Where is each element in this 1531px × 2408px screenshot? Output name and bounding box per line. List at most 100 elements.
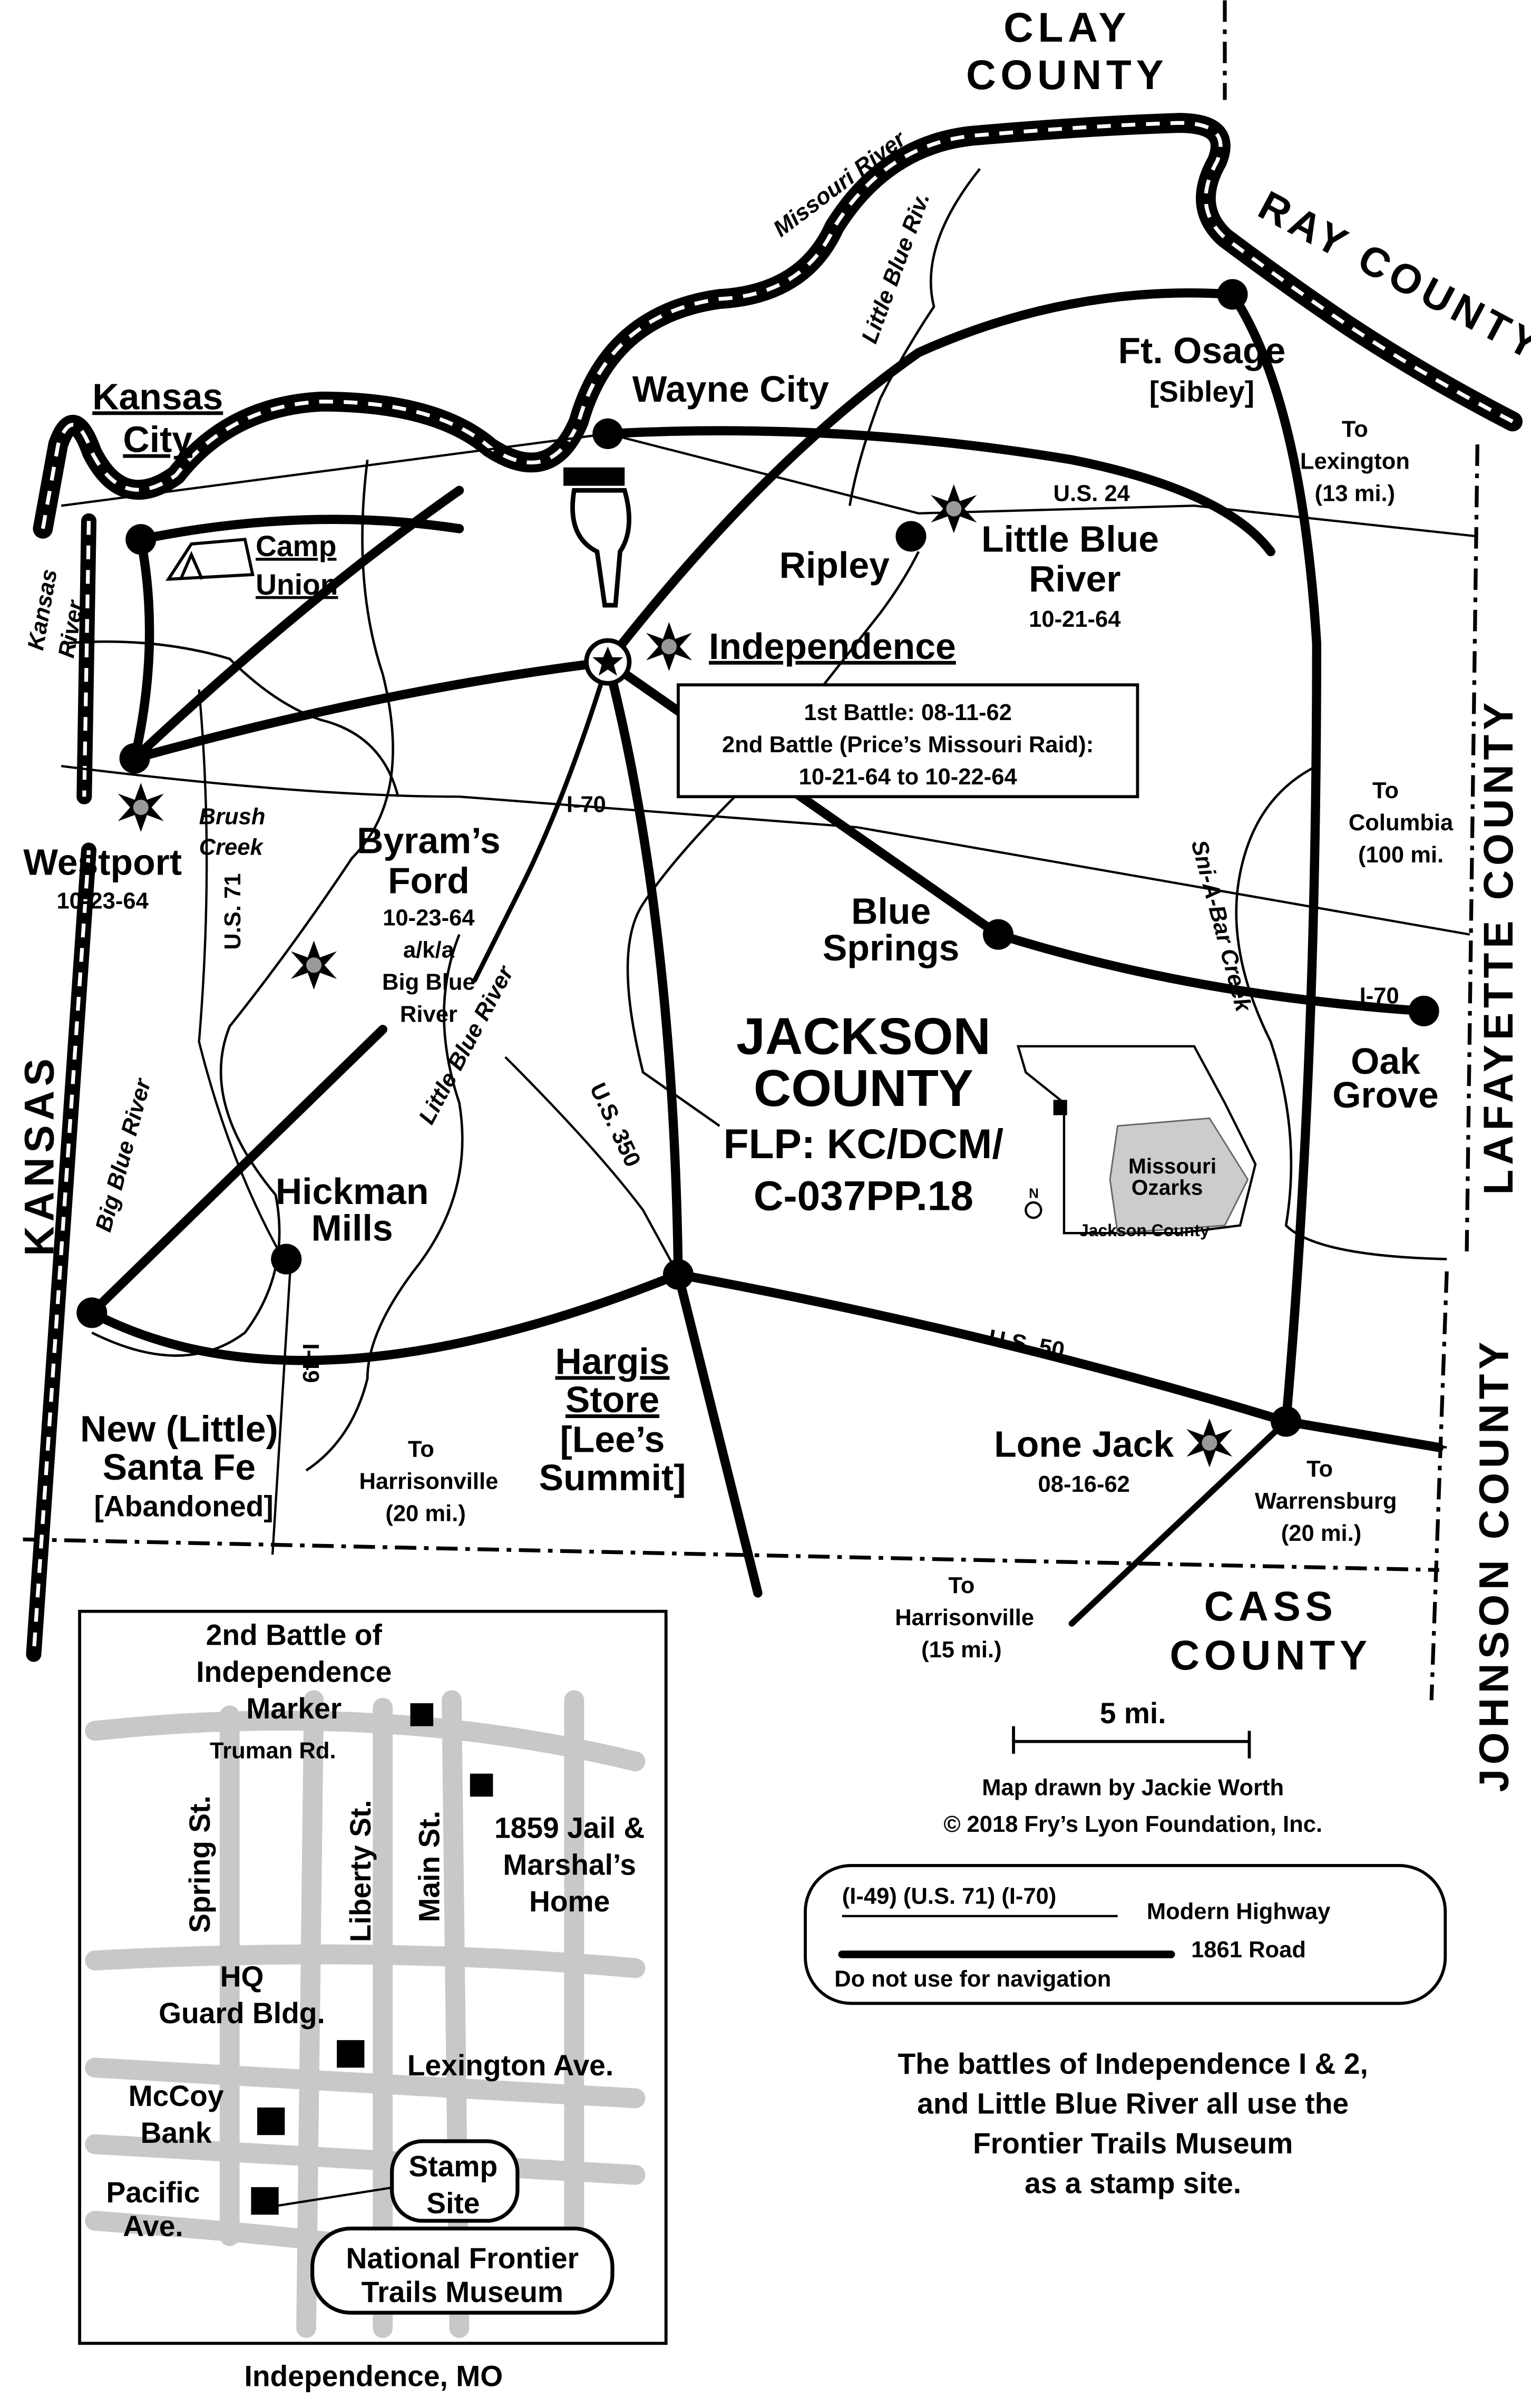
stamp-note-1: The battles of Independence I & 2, xyxy=(898,2047,1368,2080)
byrams-ford-label-2: Ford xyxy=(388,860,470,901)
road-kansascity-east xyxy=(136,514,464,544)
scale-label: 5 mi. xyxy=(1100,1697,1166,1730)
inset-hq-2: Guard Bldg. xyxy=(159,1997,325,2030)
locator-region-2: Ozarks xyxy=(1132,1176,1203,1200)
cass-county-border xyxy=(23,1537,1439,1572)
road-lonejack-southwest xyxy=(1068,1418,1290,1627)
to-lexington-2: Lexington xyxy=(1300,449,1410,474)
to-lexington-1: To xyxy=(1342,417,1368,442)
brush-creek-label-2: Creek xyxy=(199,835,265,860)
i-70-west-label: I-70 xyxy=(567,792,606,817)
blue-springs-dot xyxy=(983,919,1014,950)
ripley-dot xyxy=(895,521,927,552)
camp-union-label-1: Camp xyxy=(256,530,336,562)
stamp-note-4: as a stamp site. xyxy=(1025,2167,1241,2200)
marker-square-icon xyxy=(410,1703,434,1726)
bank-square-icon xyxy=(257,2107,285,2135)
lone-jack-label: Lone Jack xyxy=(994,1423,1174,1464)
to-harrisonville-west-2: Harrisonville xyxy=(359,1469,498,1494)
inset-marker-1: 2nd Battle of xyxy=(206,1619,383,1652)
to-warrensburg-2: Warrensburg xyxy=(1255,1489,1397,1514)
kansas-label: KANSAS xyxy=(16,1054,63,1256)
johnson-county-border xyxy=(1429,1271,1449,1701)
i-49-label: I-49 xyxy=(298,1343,323,1383)
us-24-label: U.S. 24 xyxy=(1054,481,1130,507)
hargis-store-label-3: [Lee’s xyxy=(560,1419,665,1460)
kansas-city-dot xyxy=(125,524,157,555)
battle-byrams-ford-icon xyxy=(290,940,337,990)
new-santa-fe-label-3: [Abandoned] xyxy=(94,1490,273,1523)
road-independence-byram xyxy=(472,659,610,983)
road-santafe-hargis xyxy=(87,1269,683,1365)
clay-county-label-2: COUNTY xyxy=(966,52,1168,98)
independence-inset-map: 2nd Battle of Independence Marker Truman… xyxy=(78,1609,668,2345)
legend-modern-label: Modern Highway xyxy=(1147,1899,1331,1925)
new-santa-fe-label-2: Santa Fe xyxy=(103,1446,256,1488)
kansas-city-label-2: City xyxy=(123,419,192,460)
inset-caption: Independence, MO xyxy=(245,2360,503,2393)
legend-box: (I-49) (U.S. 71) (I-70) Modern Highway 1… xyxy=(804,1864,1447,2005)
i-49 xyxy=(271,1259,292,1555)
us-350 xyxy=(504,1056,679,1275)
inset-jail-1: 1859 Jail & xyxy=(494,1812,645,1844)
road-kansascity-westport xyxy=(130,535,154,763)
road-hargis-lonejack xyxy=(674,1269,1444,1452)
inset-truman-rd: Truman Rd. xyxy=(210,1739,336,1764)
to-columbia-3: (100 mi. xyxy=(1358,842,1444,868)
credit-author: Map drawn by Jackie Worth xyxy=(982,1775,1284,1800)
jackson-flp-code-1: FLP: KC/DCM/ xyxy=(724,1121,1004,1167)
missouri-river xyxy=(33,113,1523,539)
wayne-city-label: Wayne City xyxy=(632,368,829,410)
road-independence-ftosage xyxy=(603,288,1322,1426)
cass-county-label-1: CASS xyxy=(1204,1583,1338,1629)
kansas-river xyxy=(76,513,97,804)
lafayette-county-label: LAFAYETTE COUNTY xyxy=(1475,698,1522,1195)
inset-museum-1: National Frontier xyxy=(346,2242,579,2275)
battle-little-blue-icon xyxy=(931,484,977,533)
to-harrisonville-west-1: To xyxy=(408,1436,434,1462)
blue-springs-label-1: Blue xyxy=(851,890,931,931)
stamp-note-2: and Little Blue River all use the xyxy=(917,2087,1349,2120)
big-blue-river-label: Big Blue River xyxy=(91,1075,156,1235)
byrams-ford-alt-1: Big Blue xyxy=(382,969,475,995)
byrams-ford-label-1: Byram’s xyxy=(357,820,501,861)
jail-square-icon xyxy=(470,1773,493,1797)
little-blue-river-place-2: River xyxy=(1029,558,1120,599)
inset-jail-3: Home xyxy=(529,1885,610,1918)
to-harrisonville-east-3: (15 mi.) xyxy=(921,1637,1002,1663)
to-harrisonville-east-1: To xyxy=(948,1573,974,1598)
hickman-mills-dot xyxy=(271,1244,302,1275)
us-71-label: U.S. 71 xyxy=(220,873,246,949)
kansas-city-label-1: Kansas xyxy=(92,376,223,417)
westport-date: 10-23-64 xyxy=(56,888,148,914)
road-independence-hargis xyxy=(603,657,763,1598)
inset-liberty-st: Liberty St. xyxy=(344,1800,377,1942)
byrams-ford-alt-2: River xyxy=(400,1002,457,1027)
museum-square-icon xyxy=(251,2187,279,2215)
i-70-east-label: I-70 xyxy=(1360,983,1399,1008)
to-columbia-1: To xyxy=(1372,778,1399,803)
to-harrisonville-east-2: Harrisonville xyxy=(895,1605,1034,1630)
westport-label: Westport xyxy=(23,841,182,882)
byrams-ford-aka: a/k/a xyxy=(403,937,455,963)
battle-lone-jack-icon xyxy=(1186,1418,1233,1468)
road-santafe-bigblue xyxy=(87,1025,387,1317)
battle-westport-icon xyxy=(118,783,164,832)
hq-square-icon xyxy=(337,2040,365,2068)
to-warrensburg-3: (20 mi.) xyxy=(1281,1521,1362,1546)
oak-grove-dot xyxy=(1408,995,1439,1027)
to-lexington-3: (13 mi.) xyxy=(1315,481,1396,507)
inset-main-st: Main St. xyxy=(413,1811,446,1922)
inset-jail-2: Marshal’s xyxy=(503,1848,636,1881)
us-24 xyxy=(61,432,1478,538)
tent-icon xyxy=(165,538,255,581)
little-blue-river-date: 10-21-64 xyxy=(1029,607,1120,632)
inset-mccoy-2: Bank xyxy=(141,2116,212,2149)
big-blue-river xyxy=(91,459,394,1357)
johnson-county-label: JOHNSON COUNTY xyxy=(1470,1337,1517,1792)
little-blue-river-north xyxy=(848,168,981,614)
camp-union-label-2: Union xyxy=(256,568,338,601)
blue-springs-label-2: Springs xyxy=(823,927,960,968)
